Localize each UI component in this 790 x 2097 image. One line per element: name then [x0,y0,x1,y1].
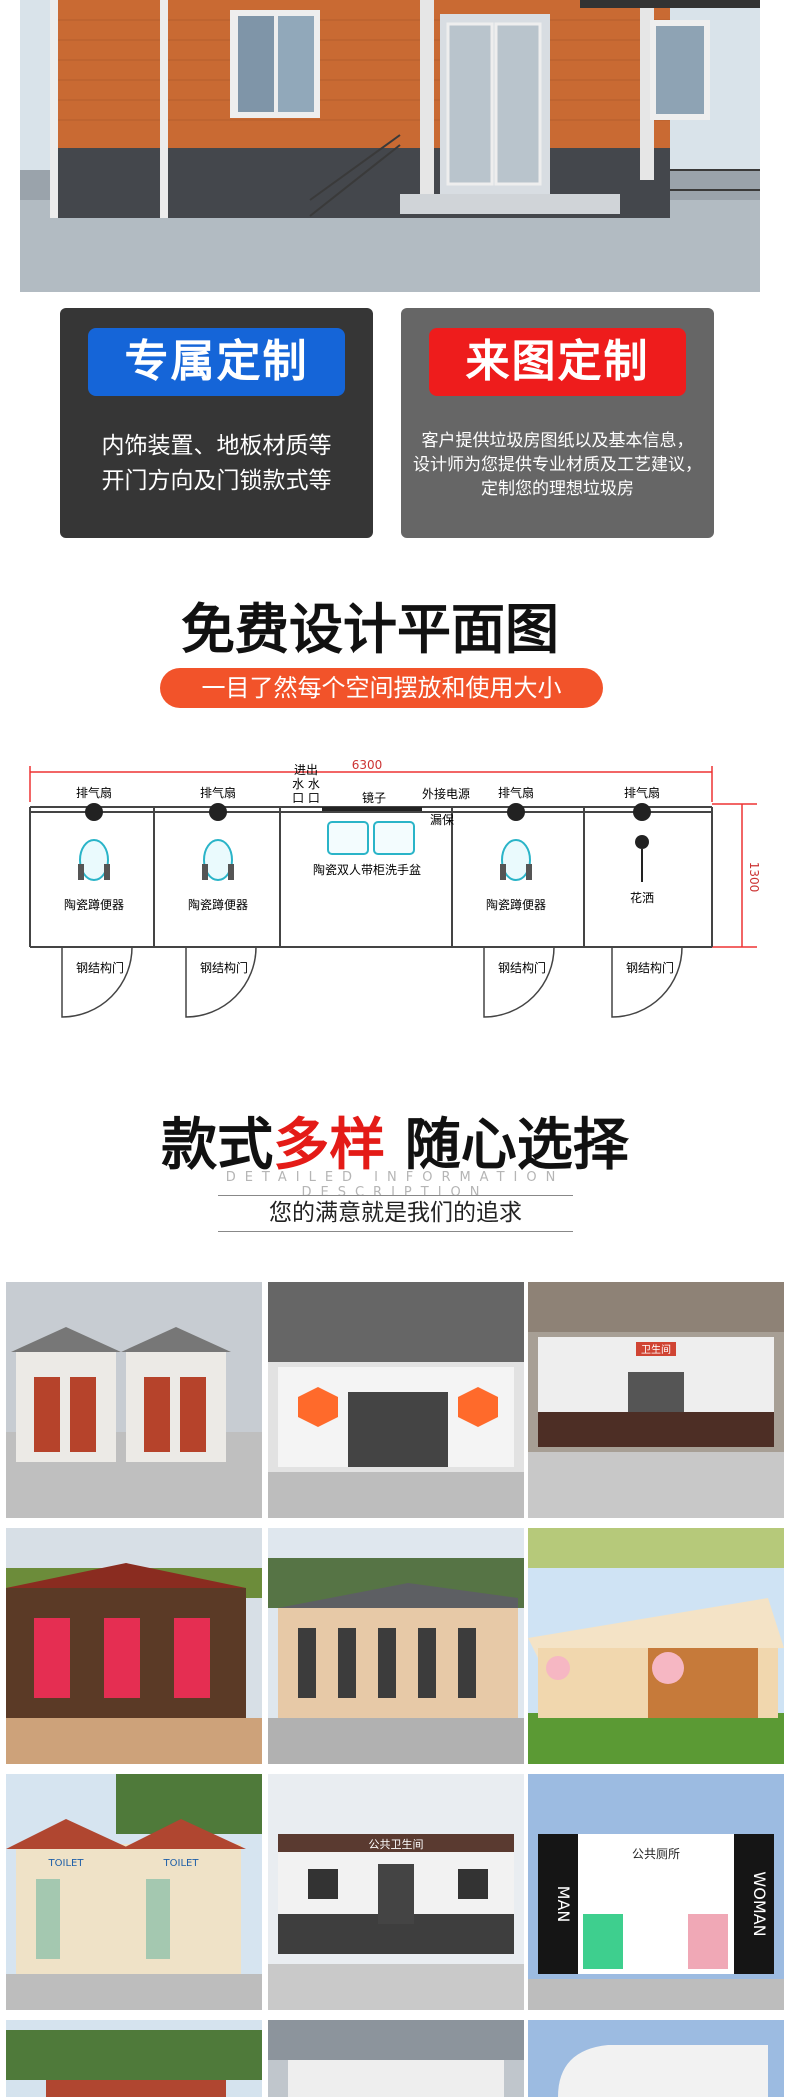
door-label: 钢结构门 [76,960,124,975]
drawing-card-line-1: 客户提供垃圾房图纸以及基本信息， [421,431,694,451]
styles-title: 款式多样 随心选择 [0,1100,790,1181]
squat-label: 陶瓷蹲便器 [486,897,546,912]
gallery-photo-7[interactable]: TOILET TOILET [6,1774,262,2010]
gallery-photo-10[interactable] [6,2020,262,2097]
shower-label: 花洒 [630,890,654,905]
design-title: 免费设计平面图 [181,598,559,661]
squat-label: 陶瓷蹲便器 [64,897,124,912]
drawing-card-line-2: 设计师为您提供专业材质及工艺建议， [413,455,702,475]
styles-title-part-2: 随心选择 [385,1113,629,1178]
sign-toilet: TOILET [163,1858,200,1869]
gallery-photo-1[interactable] [6,1282,262,1518]
custom-card-line-2: 开门方向及门锁款式等 [101,468,332,494]
basin-label: 陶瓷双人带柜洗手盆 [313,862,421,877]
floor-plan: 6300 1300 排气扇 排气扇 排气扇 排气扇 [22,752,762,1027]
gallery-photo-12[interactable] [528,2020,784,2097]
gallery-photo-2[interactable] [268,1282,524,1518]
fan-label: 排气扇 [200,785,236,800]
leak-label: 漏保 [430,813,454,827]
sign-man: MAN [554,1886,573,1923]
mirror-label: 镜子 [362,790,386,805]
water-label-2: 水 水 [292,777,320,791]
gallery-photo-4[interactable] [6,1528,262,1764]
fan-label: 排气扇 [624,785,660,800]
door-label: 钢结构门 [200,960,248,975]
styles-title-part-1: 款式 [161,1113,274,1178]
gallery-photo-8[interactable]: 公共卫生间 [268,1774,524,2010]
gallery-photo-3[interactable]: 卫生间 [528,1282,784,1518]
custom-card-title: 专属定制 [88,328,345,396]
fan-label: 排气扇 [76,785,112,800]
power-label: 外接电源 [422,786,470,801]
custom-card-line-1: 内饰装置、地板材质等 [101,433,332,459]
door-label: 钢结构门 [498,960,546,975]
styles-slogan: 您的满意就是我们的追求 [218,1195,573,1232]
custom-card-drawing: 来图定制 客户提供垃圾房图纸以及基本信息， 设计师为您提供专业材质及工艺建议， … [401,308,714,538]
design-subtitle: 一目了然每个空间摆放和使用大小 [160,668,603,708]
plan-height-label: 1300 [747,862,761,893]
styles-english-caption: DETAILED INFORMATION DESCRIPTION [225,1170,565,1200]
gallery-photo-9[interactable]: MAN WOMAN 公共厕所 [528,1774,784,2010]
gallery-photo-5[interactable] [268,1528,524,1764]
drawing-card-title: 来图定制 [429,328,686,396]
styles-title-red: 多样 [273,1113,386,1178]
water-label-1: 进出 [294,763,318,777]
plan-width-label: 6300 [352,758,383,772]
water-label-3: 口 口 [292,791,320,805]
sign-public-2: 公共厕所 [632,1847,680,1861]
drawing-card-line-3: 定制您的理想垃圾房 [481,479,634,499]
gallery-photo-6[interactable] [528,1528,784,1764]
sign-weisheng: 卫生间 [641,1343,671,1356]
squat-label: 陶瓷蹲便器 [188,897,248,912]
gallery-photo-11[interactable] [268,2020,524,2097]
door-label: 钢结构门 [626,960,674,975]
custom-card-interior: 专属定制 内饰装置、地板材质等 开门方向及门锁款式等 [60,308,373,538]
sign-public-1: 公共卫生间 [369,1837,424,1851]
hero-image [20,0,760,292]
fan-label: 排气扇 [498,785,534,800]
sign-woman: WOMAN [750,1871,769,1936]
sign-toilet: TOILET [48,1858,85,1869]
